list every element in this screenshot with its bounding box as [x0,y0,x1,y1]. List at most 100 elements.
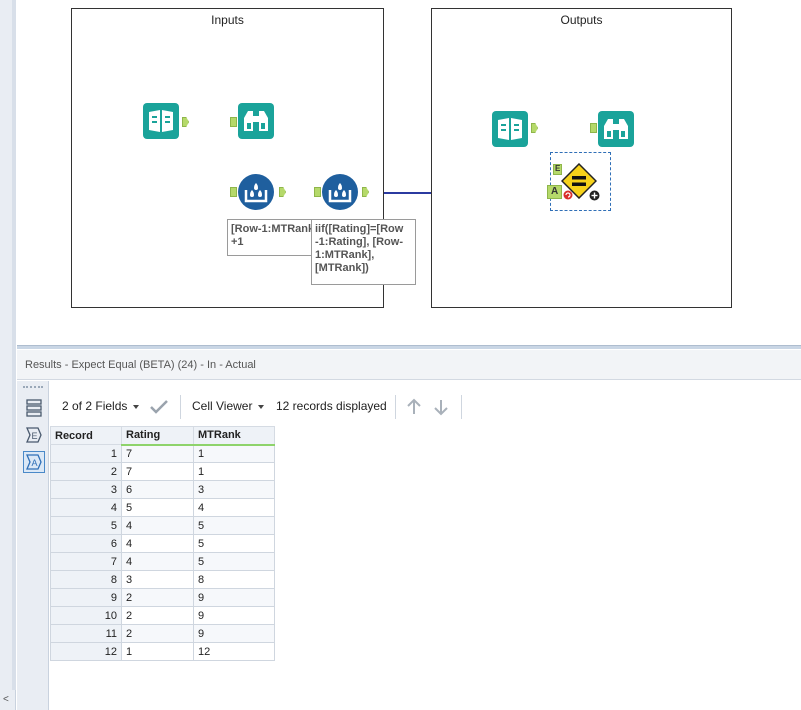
output-anchor[interactable] [279,187,286,197]
grip-handle[interactable] [23,386,43,389]
output-anchor[interactable] [531,123,538,133]
mtrank-cell[interactable]: 4 [193,498,275,517]
input-anchor[interactable] [590,123,597,133]
record-cell[interactable]: 10 [50,606,122,625]
chevron-down-icon [133,404,140,409]
record-cell[interactable]: 2 [50,462,122,481]
rating-cell[interactable]: 2 [121,588,194,607]
record-cell[interactable]: 6 [50,534,122,553]
actual-input-anchor[interactable]: A [547,185,562,199]
expect-equal-tool[interactable] [560,162,598,200]
expect-equal-selection[interactable] [550,152,611,211]
table-header-row: Record Rating MTRank [50,426,275,446]
browse-tool[interactable] [238,103,274,139]
table-rows-icon [26,399,42,417]
rating-cell[interactable]: 7 [121,462,194,481]
rating-cell[interactable]: 2 [121,624,194,643]
input-anchor[interactable] [230,117,237,127]
multi-row-formula-tool-2[interactable] [322,174,358,210]
rating-cell[interactable]: 2 [121,606,194,625]
expect-equal-icon [560,162,598,200]
container-title: Outputs [560,13,603,27]
multi-row-formula-icon [322,174,358,210]
container-outputs[interactable]: Outputs [431,8,732,308]
cell-viewer-dropdown[interactable]: Cell Viewer [192,399,265,413]
anchor-label-a: A [551,186,559,197]
mtrank-cell[interactable]: 9 [193,588,275,607]
workflow-canvas[interactable]: Inputs Outputs [17,0,801,345]
input-data-tool-outputs[interactable] [492,111,528,147]
pane-splitter[interactable] [17,345,801,349]
mtrank-cell[interactable]: 5 [193,534,275,553]
rating-cell[interactable]: 5 [121,498,194,517]
svg-text:A: A [32,458,38,468]
input-data-tool[interactable] [143,103,179,139]
rating-cell[interactable]: 6 [121,480,194,499]
arrow-up-icon[interactable] [406,398,422,416]
mtrank-cell[interactable]: 9 [193,624,275,643]
expected-anchor-icon: E [26,427,42,443]
output-anchor[interactable] [182,117,189,127]
mtrank-cell[interactable]: 5 [193,552,275,571]
record-cell[interactable]: 11 [50,624,122,643]
rating-cell[interactable]: 4 [121,534,194,553]
input-anchor[interactable] [314,187,321,197]
rating-cell[interactable]: 7 [121,444,194,463]
browse-tool-outputs[interactable] [598,111,634,147]
gutter-corner-glyph: < [3,694,9,705]
mtrank-cell[interactable]: 9 [193,606,275,625]
mtrank-cell[interactable]: 8 [193,570,275,589]
rating-cell[interactable]: 4 [121,552,194,571]
record-cell[interactable]: 4 [50,498,122,517]
mtrank-cell[interactable]: 1 [193,462,275,481]
side-tab-actual[interactable]: A [23,451,45,473]
multi-row-formula-tool-1[interactable] [238,174,274,210]
mtrank-cell[interactable]: 1 [193,444,275,463]
mtrank-cell[interactable]: 5 [193,516,275,535]
record-cell[interactable]: 1 [50,444,122,463]
side-tab-expected[interactable]: E [23,424,45,446]
rating-cell[interactable]: 3 [121,570,194,589]
expected-input-anchor[interactable]: E [553,164,562,175]
column-header-rating[interactable]: Rating [121,426,194,446]
record-cell[interactable]: 5 [50,516,122,535]
checkmark-icon[interactable] [150,400,168,414]
rating-cell[interactable]: 4 [121,516,194,535]
fields-dropdown[interactable]: 2 of 2 Fields [62,399,140,413]
record-cell[interactable]: 3 [50,480,122,499]
toolbar-separator [180,395,181,419]
column-header-record[interactable]: Record [50,426,122,445]
mtrank-cell[interactable]: 3 [193,480,275,499]
record-cell[interactable]: 9 [50,588,122,607]
output-anchor[interactable] [362,187,369,197]
gutter-strip [12,0,16,690]
multi-row-formula-icon [238,174,274,210]
arrow-down-icon[interactable] [433,398,449,416]
side-tab-data[interactable] [23,397,45,419]
results-header: Results - Expect Equal (BETA) (24) - In … [17,350,801,380]
results-side-tabs: E A [17,381,49,710]
mtrank-cell[interactable]: 12 [193,642,275,661]
record-cell[interactable]: 8 [50,570,122,589]
input-anchor[interactable] [230,187,237,197]
record-cell[interactable]: 7 [50,552,122,571]
rating-cell[interactable]: 1 [121,642,194,661]
column-header-mtrank[interactable]: MTRank [193,426,275,446]
record-cell[interactable]: 12 [50,642,122,661]
container-title: Inputs [211,13,244,27]
records-count: 12 records displayed [276,399,387,413]
browse-icon [238,103,274,139]
fields-label: 2 of 2 Fields [62,399,128,413]
